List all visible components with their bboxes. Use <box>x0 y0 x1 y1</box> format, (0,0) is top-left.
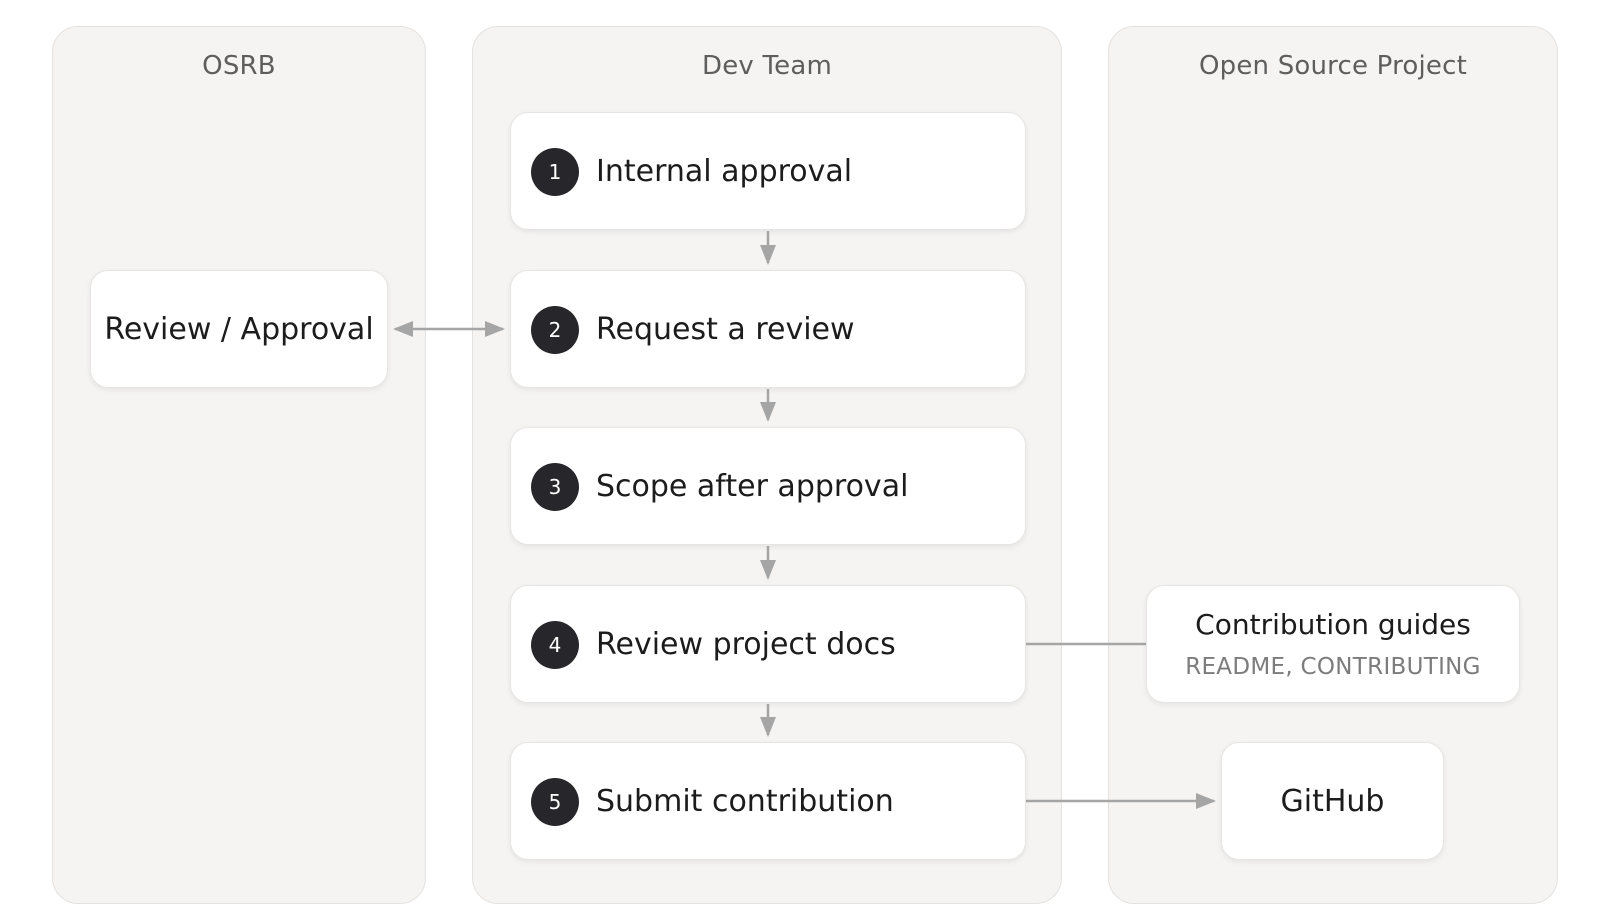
step-number-badge: 5 <box>531 778 579 826</box>
step-request-review: 2 Request a review <box>510 270 1026 388</box>
step-number-badge: 2 <box>531 306 579 354</box>
step-label: Internal approval <box>596 154 853 189</box>
step-label: Submit contribution <box>596 784 894 819</box>
contribution-guides-subtitle: README, CONTRIBUTING <box>1185 654 1481 680</box>
step-submit-contribution: 5 Submit contribution <box>510 742 1026 860</box>
step-label: Request a review <box>596 312 855 347</box>
lane-osrb: OSRB <box>52 26 426 904</box>
step-label: Review project docs <box>596 627 896 662</box>
step-label: Scope after approval <box>596 469 909 504</box>
lane-title-osrb: OSRB <box>202 51 276 81</box>
contribution-guides-card: Contribution guides README, CONTRIBUTING <box>1146 585 1520 703</box>
contribution-guides-title: Contribution guides <box>1195 608 1471 641</box>
github-card: GitHub <box>1221 742 1444 860</box>
step-number-badge: 1 <box>531 148 579 196</box>
step-number-badge: 4 <box>531 621 579 669</box>
step-review-project-docs: 4 Review project docs <box>510 585 1026 703</box>
lane-title-open-source-project: Open Source Project <box>1198 51 1468 81</box>
github-label: GitHub <box>1280 784 1385 819</box>
step-scope-after-approval: 3 Scope after approval <box>510 427 1026 545</box>
step-number-badge: 3 <box>531 463 579 511</box>
lane-title-dev-team: Dev Team <box>702 51 832 81</box>
step-internal-approval: 1 Internal approval <box>510 112 1026 230</box>
review-approval-label: Review / Approval <box>104 312 374 347</box>
review-approval-card: Review / Approval <box>90 270 388 388</box>
